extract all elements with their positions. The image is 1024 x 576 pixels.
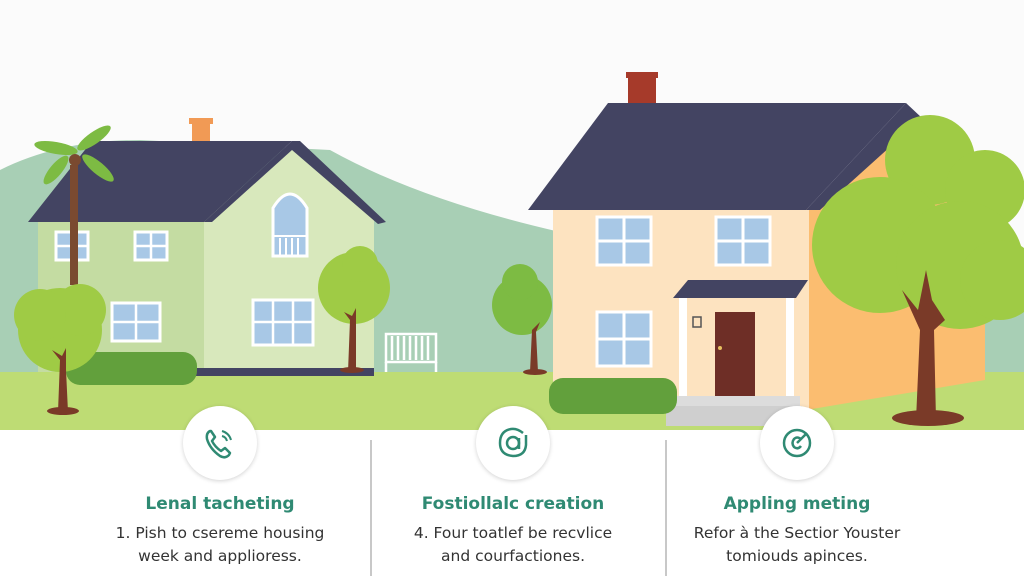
at-sign-icon [498, 427, 528, 458]
feature-1-icon-badge [183, 406, 257, 480]
right-tree [812, 115, 1024, 426]
feature-2-description: 4. Four toatlef be recvlice and courfact… [363, 522, 663, 568]
feature-2-desc-line2: and courfactiones. [441, 547, 585, 565]
feature-3-desc-line1: Refor à the Sectior Youster [693, 524, 901, 542]
feature-card-3: Appling meting Refor à the Sectior Youst… [647, 406, 947, 576]
feature-2-icon-badge [476, 406, 550, 480]
feature-card-2: Fostiollalc creation 4. Four toatlef be … [363, 406, 663, 576]
right-house [528, 72, 985, 426]
feature-2-desc-line1: 4. Four toatlef be recvlice [413, 524, 613, 542]
feature-3-desc-line2: tomiouds apinces. [726, 547, 868, 565]
features-section: Lenal tacheting 1. Pish to csereme housi… [0, 406, 1024, 576]
feature-card-1: Lenal tacheting 1. Pish to csereme housi… [70, 406, 370, 576]
feature-1-description: 1. Pish to csereme housing week and appl… [70, 522, 370, 568]
feature-3-description: Refor à the Sectior Youster tomiouds api… [647, 522, 947, 568]
feature-1-title: Lenal tacheting [145, 494, 295, 514]
illustration-scene [0, 72, 1024, 432]
front-door [715, 312, 755, 396]
bench [384, 332, 438, 372]
divider [665, 440, 667, 576]
feature-1-desc-line1: 1. Pish to csereme housing [115, 524, 325, 542]
target-icon [782, 428, 812, 458]
feature-3-title: Appling meting [723, 494, 871, 514]
feature-3-icon-badge [760, 406, 834, 480]
divider [370, 440, 372, 576]
right-hedge [549, 378, 677, 414]
small-tree-middle [492, 264, 552, 375]
left-tree [14, 284, 106, 415]
left-hedge [66, 352, 197, 385]
feature-2-title: Fostiollalc creation [421, 494, 605, 514]
phone-icon [205, 429, 232, 459]
feature-1-desc-line2: week and applioress. [138, 547, 302, 565]
palm-tree [34, 125, 114, 285]
small-tree-left [318, 246, 390, 373]
